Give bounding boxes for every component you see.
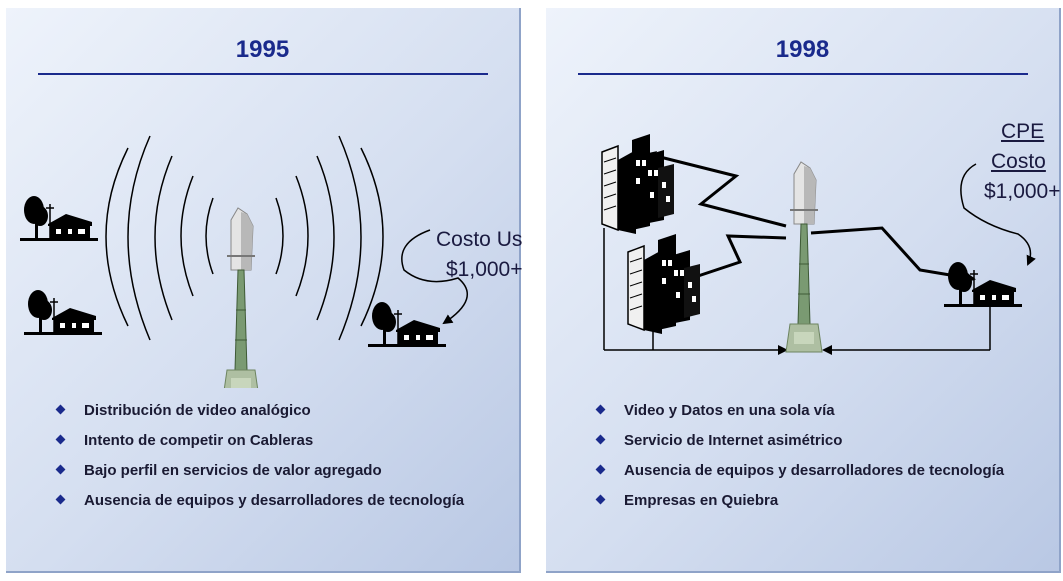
building-icon bbox=[601, 133, 675, 235]
list-item: Video y Datos en una sola vía bbox=[546, 402, 1016, 419]
list-item: Ausencia de equipos y desarrolladores de… bbox=[546, 462, 1016, 479]
house-icon bbox=[367, 301, 447, 348]
house-icon bbox=[943, 261, 1023, 308]
diamond-bullet-icon bbox=[55, 464, 66, 475]
diamond-bullet-icon bbox=[595, 434, 606, 445]
list-item: Distribución de video analógico bbox=[6, 402, 476, 419]
cost-label-line1: Costo Us bbox=[436, 228, 523, 251]
panel-1995: 1995 Costo Us $1,000+ Distribución de vi… bbox=[6, 8, 523, 573]
list-item: Intento de competir on Cableras bbox=[6, 432, 476, 449]
tower-icon bbox=[785, 161, 823, 353]
diamond-bullet-icon bbox=[595, 494, 606, 505]
tower-icon bbox=[222, 207, 260, 388]
bullet-list-1995: Distribución de video analógico Intento … bbox=[6, 402, 476, 522]
cost-arrow bbox=[401, 229, 468, 325]
broadcast-waves bbox=[105, 135, 384, 341]
cpe-label-line1: CPE bbox=[1001, 120, 1045, 143]
diagram-1998 bbox=[601, 133, 1036, 355]
list-item: Bajo perfil en servicios de valor agrega… bbox=[6, 462, 476, 479]
diamond-bullet-icon bbox=[55, 434, 66, 445]
house-icon bbox=[19, 195, 99, 242]
house-icon bbox=[23, 289, 103, 336]
year-title-1995: 1995 bbox=[235, 36, 290, 63]
diagram-1995 bbox=[19, 135, 468, 388]
cpe-label-line2: Costo bbox=[991, 150, 1046, 173]
diamond-bullet-icon bbox=[55, 404, 66, 415]
bullet-list-1998: Video y Datos en una sola vía Servicio d… bbox=[546, 402, 1016, 522]
title-rule-right bbox=[578, 73, 1028, 75]
panel-1998: 1998 CPE Costo $1,000+ Video y Datos en … bbox=[546, 8, 1061, 573]
list-item: Empresas en Quiebra bbox=[546, 492, 1016, 509]
list-item: Ausencia de equipos y desarrolladores de… bbox=[6, 492, 476, 509]
title-rule-left bbox=[38, 73, 488, 75]
cost-label-line2: $1,000+ bbox=[446, 258, 523, 281]
diamond-bullet-icon bbox=[595, 464, 606, 475]
network-lines bbox=[603, 228, 991, 355]
building-icon bbox=[627, 233, 701, 335]
diamond-bullet-icon bbox=[55, 494, 66, 505]
cpe-label-line3: $1,000+ bbox=[984, 180, 1061, 203]
diamond-bullet-icon bbox=[595, 404, 606, 415]
list-item: Servicio de Internet asimétrico bbox=[546, 432, 1016, 449]
year-title-1998: 1998 bbox=[775, 36, 830, 63]
cpe-cost-arrow bbox=[960, 163, 1036, 266]
